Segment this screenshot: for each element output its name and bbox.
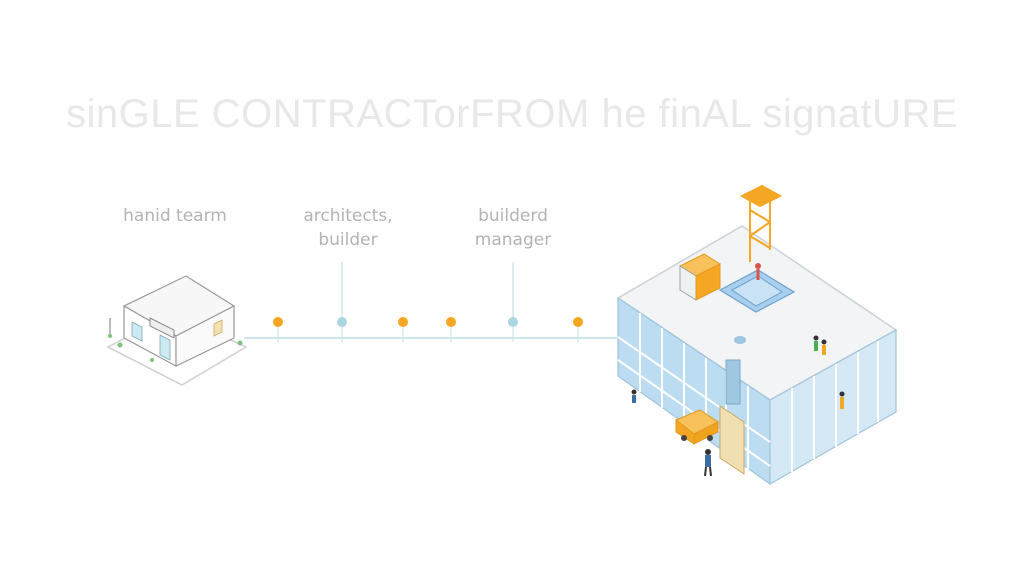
house-side-window [213,319,223,337]
window-worker-icon [839,391,845,409]
stage-label-team-line-1: hanid tearm [123,206,227,226]
building-entrance-door [719,405,745,475]
stage-label-architects: architects, builder [303,204,392,252]
stage-label-manager: builderd manager [475,204,551,252]
small-house-illustration [106,275,248,386]
house-sign [149,317,175,339]
stage-label-manager-line-2: manager [474,230,552,250]
pedestrian-icon [704,449,712,477]
house-window [131,321,143,342]
milestone-dot-3 [398,317,408,327]
building-side-facade [769,328,897,486]
entrance-canopy-column [725,359,741,405]
rooftop-worker-icon [755,263,761,269]
roof-vent-icon [734,336,746,344]
milestone-dot-4 [446,317,456,327]
house-door [159,334,171,361]
milestone-dot-5 [508,317,518,327]
stage-label-architects-line-2: builder [318,230,378,250]
roof-people-icon [813,335,827,355]
large-building-illustration [616,184,898,486]
window-worker-left-icon [631,389,637,403]
stage-label-manager-line-1: builderd [478,206,548,226]
diagram-title: sinGLE CONTRACTorFROM he finAL signatURE [65,92,959,136]
shrub-4 [150,358,154,362]
stage-label-architects-line-1: architects, [303,206,393,226]
delivery-van-icon [675,409,719,445]
milestone-dot-6 [573,317,583,327]
rooftop-platform-top [731,275,783,307]
shrub-2 [117,342,123,348]
tower-crane-icon [739,184,783,262]
side-window-grid [791,341,879,472]
stage-label-team: hanid tearm [123,204,227,228]
milestone-dot-1 [273,317,283,327]
milestones [273,317,583,342]
shrub-1 [108,334,112,338]
shrub-3 [237,340,243,346]
milestone-dot-2 [337,317,347,327]
rooftop-generator-side [695,263,721,301]
